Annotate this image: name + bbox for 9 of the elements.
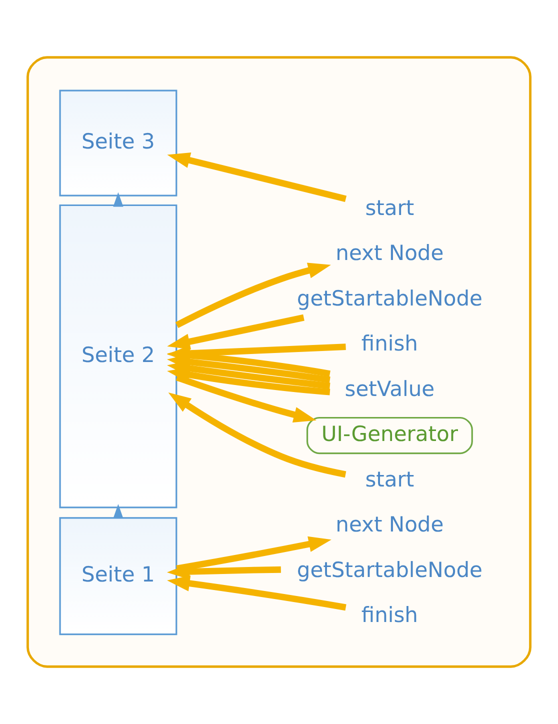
node-text: finish — [361, 332, 418, 356]
node-text: getStartableNode — [296, 286, 482, 310]
node-text: getStartableNode — [296, 558, 482, 582]
node-text: start — [365, 467, 414, 492]
node-text: setValue — [344, 376, 435, 401]
node-text: start — [365, 196, 414, 220]
node-text: finish — [361, 603, 418, 628]
node-text: next Node — [336, 512, 444, 537]
node-text: next Node — [336, 241, 444, 266]
